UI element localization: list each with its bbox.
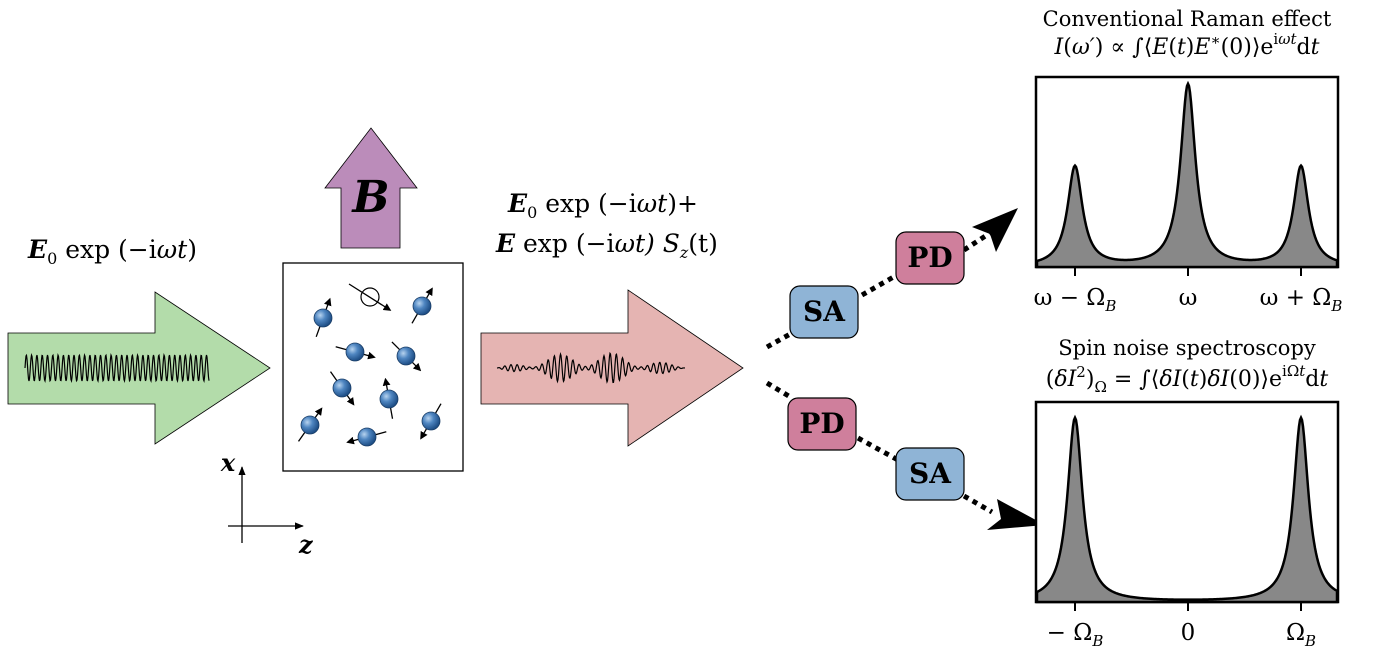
upper-arrowhead — [972, 208, 1018, 252]
spin-noise-x-axis: − ΩB 0 ΩB — [1047, 602, 1316, 650]
magnetic-field-arrow: B — [324, 127, 418, 249]
upper-photodetector-box — [895, 231, 965, 285]
magnetic-field-label: B — [350, 172, 389, 223]
spin-noise-title: Spin noise spectroscopy — [1058, 336, 1316, 360]
upper-sa-label: SA — [803, 295, 846, 328]
modulated-wave — [496, 351, 686, 384]
spin-particle — [332, 378, 352, 398]
hollow-spin — [360, 287, 380, 307]
spin-noise-formula: (δI2)Ω = ∫⟨δI(t)δI(0)⟩eiΩtdt — [1046, 362, 1329, 396]
spin-particle — [412, 296, 432, 316]
lower-spectrum-analyzer-box — [895, 447, 965, 501]
spin-particle — [421, 411, 441, 431]
spin-noise-panel: Spin noise spectroscopy (δI2)Ω = ∫⟨δI(t)… — [1034, 336, 1340, 650]
raman-spectrum-curve — [1035, 80, 1339, 269]
upper-pd-label: PD — [907, 241, 952, 274]
lower-sa-label: SA — [909, 457, 952, 490]
output-beam-label-line1: E0 exp (−iωt)+ — [507, 189, 698, 222]
x-tick-label: ω — [1179, 285, 1198, 311]
x-tick-label: ΩB — [1286, 620, 1316, 650]
raman-x-axis: ω − ΩB ω ω + ΩB — [1034, 267, 1343, 315]
output-beam-arrow — [480, 289, 744, 447]
input-beam-label: E0 exp (−iωt) — [27, 235, 197, 268]
lower-photodetector-box — [787, 397, 857, 451]
spin-ensemble — [297, 283, 442, 447]
spin-particle — [379, 389, 399, 409]
hollow-spin-arrow — [348, 283, 392, 311]
output-beam-label-line2: E exp (−iωt) Sz(t) — [495, 229, 718, 262]
lower-pd-label: PD — [799, 407, 844, 440]
raman-panel: Conventional Raman effect I(ω′) ∝ ∫⟨E(t)… — [1034, 7, 1343, 315]
lower-detection-path: PD SA — [765, 380, 1045, 530]
x-tick-label: ω + ΩB — [1260, 285, 1343, 315]
spin-particle — [357, 427, 377, 447]
spin-noise-spectrum-curve — [1035, 414, 1339, 604]
spin-particle — [313, 308, 333, 328]
x-axis-label: x — [220, 448, 236, 477]
input-beam-arrow — [7, 291, 271, 445]
upper-detection-path: SA PD — [765, 208, 1018, 350]
coordinate-axes: x z — [220, 448, 314, 559]
upper-spectrum-analyzer-box — [789, 285, 859, 339]
lower-arrowhead — [987, 499, 1045, 530]
spin-sample-box — [282, 262, 464, 472]
spin-particle — [345, 342, 365, 362]
x-tick-label: ω − ΩB — [1034, 285, 1117, 315]
x-tick-label: − ΩB — [1047, 620, 1104, 650]
raman-title: Conventional Raman effect — [1043, 7, 1332, 31]
spin-particle — [396, 346, 416, 366]
input-carrier-wave — [24, 353, 210, 383]
z-axis-label: z — [298, 530, 314, 559]
raman-formula: I(ω′) ∝ ∫⟨E(t)E∗(0)⟩eiωtdt — [1054, 30, 1320, 60]
x-tick-label: 0 — [1181, 620, 1196, 646]
spin-particle — [300, 415, 320, 435]
